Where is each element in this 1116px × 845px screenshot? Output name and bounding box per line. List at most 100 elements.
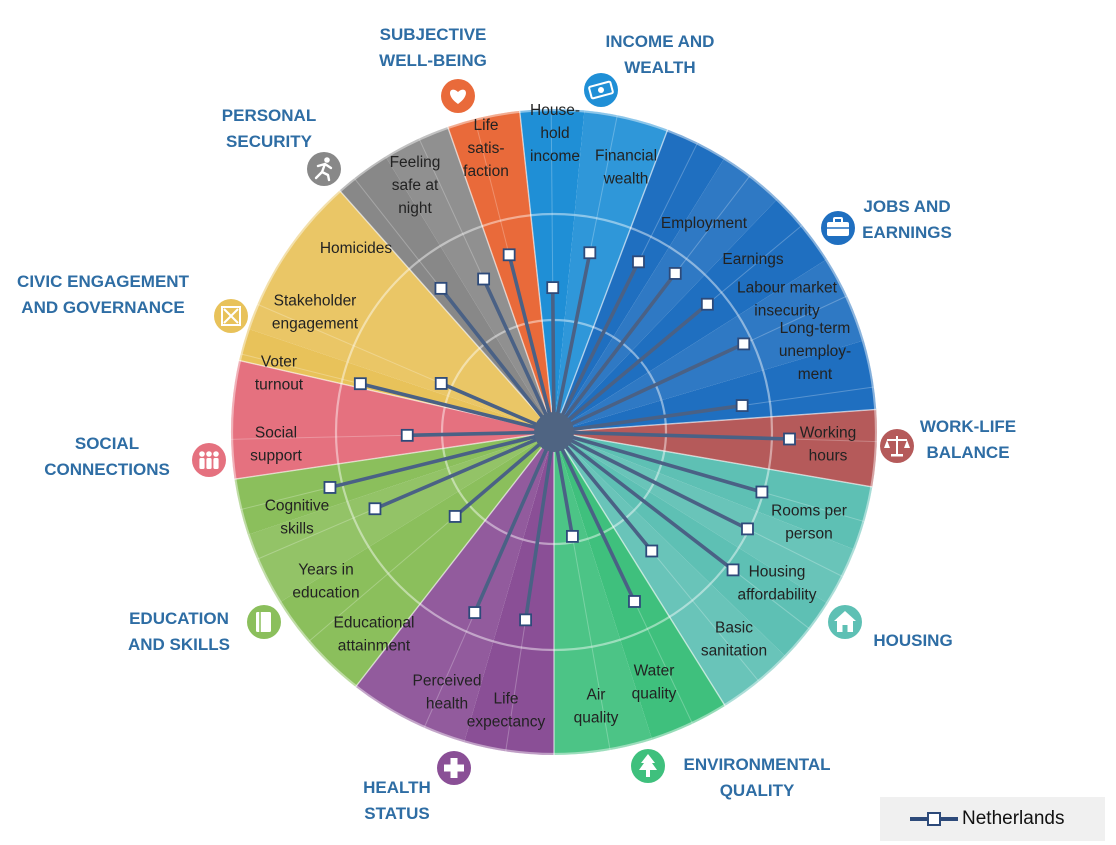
dimension-label-line: AND SKILLS bbox=[128, 635, 230, 654]
indicator-label-line: Years in bbox=[298, 562, 353, 579]
indicator-label-line: affordability bbox=[738, 587, 817, 604]
indicator-label-line: Employment bbox=[661, 215, 748, 232]
marker-jobs-5 bbox=[735, 399, 749, 412]
marker-edu-1 bbox=[448, 510, 462, 523]
dimension-label-line: STATUS bbox=[364, 804, 429, 823]
value-spokes bbox=[328, 250, 792, 622]
marker-income-2 bbox=[583, 246, 597, 260]
indicator-label-line: wealth bbox=[603, 171, 649, 188]
indicator-label-housing-3: Housing affordability bbox=[738, 564, 817, 604]
sector-divider bbox=[553, 431, 726, 707]
guide-ring-2 bbox=[334, 212, 774, 652]
sector-health-1 bbox=[464, 432, 554, 755]
marker-housing-2 bbox=[741, 522, 754, 536]
indicator-label-line: Life bbox=[494, 691, 519, 708]
dimension-label-line: EARNINGS bbox=[862, 223, 952, 242]
indicator-label-line: unemploy- bbox=[779, 343, 851, 360]
indicator-label-line: Feeling bbox=[390, 154, 441, 171]
indicator-label-social-1: Social support bbox=[250, 425, 302, 465]
marker-civic-1 bbox=[353, 377, 367, 391]
indicator-label-line: Cognitive bbox=[265, 498, 330, 515]
dimension-label-line: WORK-LIFE bbox=[920, 417, 1016, 436]
spoke-health-1 bbox=[523, 430, 556, 622]
indicator-label-line: Homicides bbox=[320, 240, 393, 257]
marker-security-2 bbox=[477, 272, 491, 286]
spoke-housing-4 bbox=[552, 430, 654, 553]
indicator-label-line: ment bbox=[798, 366, 833, 383]
briefcase-icon bbox=[821, 211, 855, 245]
spoke-jobs-1 bbox=[552, 260, 641, 434]
indicator-label-line: Voter bbox=[261, 354, 297, 371]
spoke-jobs-5 bbox=[552, 403, 744, 434]
indicator-label-line: Water bbox=[634, 663, 675, 680]
scales-icon bbox=[880, 429, 914, 463]
indicator-label-line: person bbox=[785, 526, 832, 543]
indicator-label-jobs-1: Employment bbox=[661, 215, 748, 232]
marker-health-1 bbox=[519, 613, 532, 627]
sector-civic-1 bbox=[239, 328, 554, 432]
spoke-edu-3 bbox=[328, 430, 556, 490]
sector-jobs-1 bbox=[554, 129, 725, 432]
marker-security-1 bbox=[434, 281, 448, 295]
marker-health-2 bbox=[468, 606, 482, 619]
sector-edu-1 bbox=[279, 432, 554, 687]
marker-housing-3 bbox=[726, 563, 740, 577]
sector-env-2 bbox=[554, 432, 653, 755]
indicator-label-line: Social bbox=[255, 425, 297, 442]
indicator-label-line: quality bbox=[632, 686, 677, 703]
chart-legend: Netherlands bbox=[880, 797, 1105, 841]
dimension-label-line: AND GOVERNANCE bbox=[21, 298, 184, 317]
indicator-label-line: health bbox=[426, 696, 468, 713]
indicator-label-line: support bbox=[250, 448, 302, 465]
marker-edu-3 bbox=[323, 481, 337, 494]
sector-security-2 bbox=[385, 126, 554, 432]
indicator-label-line: Stakeholder bbox=[274, 293, 357, 310]
sector-divider bbox=[447, 126, 555, 433]
spoke-housing-2 bbox=[552, 430, 750, 531]
sector-divider bbox=[339, 189, 555, 433]
sector-housing-3 bbox=[554, 432, 828, 657]
indicator-label-line: Life bbox=[474, 117, 499, 134]
spoke-civic-1 bbox=[358, 381, 556, 434]
heart-icon bbox=[441, 79, 475, 113]
dimension-label-line: WEALTH bbox=[624, 58, 695, 77]
dimension-label-line: WELL-BEING bbox=[379, 51, 487, 70]
indicator-label-line: skills bbox=[280, 521, 314, 538]
indicator-label-line: satis- bbox=[467, 140, 504, 157]
spoke-jobs-2 bbox=[552, 271, 678, 434]
legend-label: Netherlands bbox=[962, 808, 1065, 829]
indicator-label-jobs-2: Earnings bbox=[722, 251, 783, 268]
indicator-label-line: Air bbox=[587, 687, 606, 704]
indicator-label-line: Working bbox=[800, 425, 857, 442]
sector-jobs-2 bbox=[554, 157, 778, 432]
spoke-jobs-4 bbox=[552, 342, 746, 434]
marker-jobs-3 bbox=[700, 297, 714, 311]
dimension-label-line: SOCIAL bbox=[75, 434, 139, 453]
legend-line-marker-icon bbox=[910, 811, 958, 827]
spoke-income-2 bbox=[552, 250, 592, 434]
book-icon bbox=[247, 605, 281, 639]
house-icon bbox=[828, 605, 862, 639]
indicator-label-line: Housing bbox=[749, 564, 806, 581]
indicator-label-env-1: Water quality bbox=[632, 663, 677, 703]
indicator-label-line: Rooms per bbox=[771, 503, 847, 520]
dimension-label-line: PERSONAL bbox=[222, 106, 316, 125]
value-markers bbox=[323, 246, 796, 627]
guide-ring-3 bbox=[230, 108, 878, 756]
sector-housing-1 bbox=[554, 432, 873, 550]
spoke-income-1 bbox=[550, 285, 556, 434]
